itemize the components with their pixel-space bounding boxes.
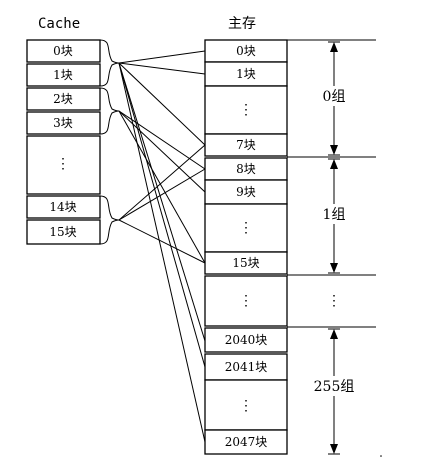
cache-brace-group1 [99,87,120,135]
memory-ellipsis-3-label: ⋮ [239,398,253,414]
cache-block-2 [26,87,101,111]
memory-block-0-label: 0块 [236,44,256,58]
cache-block-3-label: 3块 [53,116,73,130]
cache-brace-group7 [99,195,120,245]
map-line-g0-b0 [118,50,206,64]
group-1-label: 1组 [323,207,346,223]
memory-ellipsis-1-label: ⋮ [239,220,253,236]
group-ellipsis-label: ⋮ [327,293,341,309]
memory-block-7-label: 7块 [236,138,256,152]
map-line-g0-b2047 [118,62,206,443]
mapping-lines [118,50,206,443]
cache-block-0 [26,39,101,63]
cache-title: Cache [38,16,80,32]
cache-block-0-label: 0块 [53,44,73,58]
memory-ellipsis-2-label: ⋮ [239,293,253,309]
memory-title: 主存 [228,16,256,32]
memory-block-ellipsis-0 [204,85,288,135]
memory-ellipsis-0-label: ⋮ [239,102,253,118]
cache-block-14-label: 14块 [49,200,76,214]
corner-dot [380,455,382,457]
cache-block-2-label: 2块 [53,92,73,106]
map-line-g0-b2041 [118,62,206,368]
cache-block-1 [26,63,101,87]
memory-block-15-label: 15块 [232,256,259,270]
cache-block-15 [26,219,101,245]
cache-column: 0块 1块 2块 3块 ⋮ 14块 15块 [26,39,101,245]
memory-block-2047 [204,429,288,455]
map-line-g7-up2 [118,168,206,221]
memory-block-2040-label: 2040块 [225,333,268,347]
memory-block-ellipsis-2 [204,275,288,327]
memory-block-9-label: 9块 [236,185,256,199]
cache-block-14 [26,195,101,219]
map-line-g1-b9 [118,110,206,193]
map-line-g7-up [118,144,206,221]
group-0-label: 0组 [323,89,346,105]
memory-block-ellipsis-1 [204,203,288,253]
memory-block-2040 [204,327,288,353]
cache-ellipsis-label: ⋮ [56,156,70,172]
memory-block-2041-label: 2041块 [225,360,268,374]
map-line-g1-b8 [118,110,206,170]
map-line-g1-b15 [118,110,206,264]
map-line-g0-b2040 [118,62,206,342]
cache-block-ellipsis [26,135,101,195]
memory-column: 0块 1块 ⋮ 7块 8块 9块 ⋮ 15块 ⋮ 2040块 2041块 ⋮ 2… [204,39,288,455]
memory-block-2047-label: 2047块 [225,435,268,449]
cache-block-1-label: 1块 [53,68,73,82]
cache-brace-group0 [99,39,120,87]
memory-block-1-label: 1块 [236,67,256,81]
group-255-label: 255组 [314,379,355,395]
cache-block-15-label: 15块 [49,225,76,239]
cache-block-3 [26,111,101,135]
map-line-g7-down [118,219,206,264]
group-255-arrow [328,328,340,455]
memory-block-8-label: 8块 [236,162,256,176]
memory-block-1 [204,61,288,87]
map-line-g0-b1 [118,62,206,75]
map-line-g0-b7 [118,62,206,146]
